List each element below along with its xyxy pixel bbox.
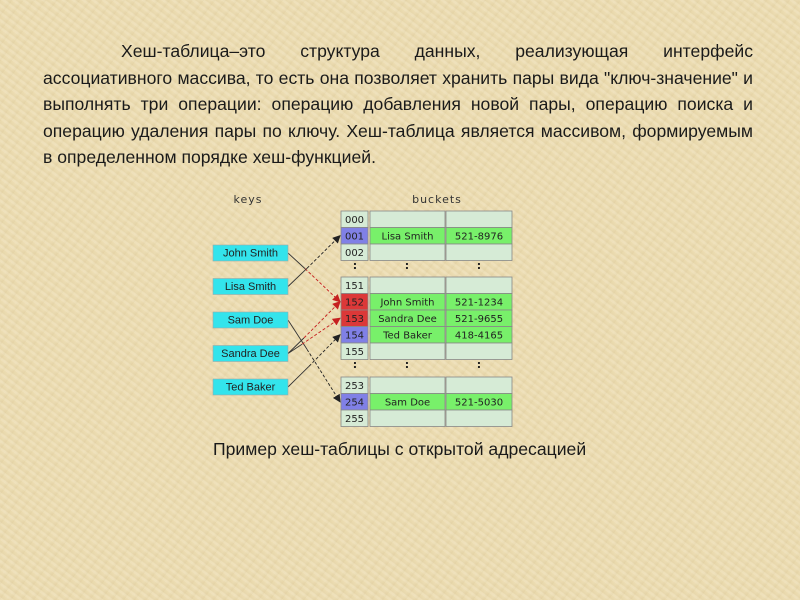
bucket-name-cell xyxy=(369,210,446,228)
key-box xyxy=(212,345,289,362)
ellipsis-mark: : xyxy=(405,259,409,272)
arrow-solid-segment xyxy=(287,365,310,388)
bucket-phone-label: 521-9655 xyxy=(455,314,503,325)
bucket-name-label: Sam Doe xyxy=(385,398,430,409)
bucket-index-label: 154 xyxy=(345,331,364,342)
ellipsis-mark: : xyxy=(353,358,357,371)
arrow-solid-segment xyxy=(287,337,305,354)
bucket-index-label: 152 xyxy=(345,298,364,309)
bucket-name-label: Ted Baker xyxy=(382,331,433,342)
key-label: Sam Doe xyxy=(228,315,274,327)
mapping-arrow-john-smith-152 xyxy=(287,252,341,303)
bucket-phone-cell xyxy=(445,342,513,360)
mapping-arrow-sandra-dee-153 xyxy=(287,317,341,354)
bucket-name-cell xyxy=(369,409,446,427)
bucket-group: 151 152 John Smith 521-1234 153 Sandra Dee 521… xyxy=(340,276,513,360)
key-sandra-dee: Sandra Dee xyxy=(212,345,289,362)
bucket-index-label: 255 xyxy=(345,414,364,425)
bucket-group: 253 254 Sam Doe 521-5030 255 xyxy=(340,376,513,427)
bucket-phone-cell xyxy=(445,276,513,294)
ellipsis-mark: : xyxy=(405,358,409,371)
key-label: John Smith xyxy=(223,248,278,260)
bucket-name-cell xyxy=(369,376,446,394)
bucket-name-label: Lisa Smith xyxy=(382,232,434,243)
arrow-solid-segment xyxy=(287,252,306,269)
bucket-row-002: 002 xyxy=(340,243,513,261)
arrow-solid-segment xyxy=(287,267,308,287)
key-box xyxy=(212,244,289,262)
buckets-header: buckets xyxy=(412,193,462,206)
key-ted-baker: Ted Baker xyxy=(212,378,289,396)
intro-paragraph: Хеш-таблица–это структура данных, реализ… xyxy=(43,41,753,167)
buckets-column: 000 001 Lisa Smith 521-8976 002 151 152 John Sm… xyxy=(340,210,513,427)
bucket-index-label: 001 xyxy=(345,232,364,243)
caption: Пример хеш-таблицы с открытой адресацией xyxy=(213,439,587,459)
arrow-dashed-segment xyxy=(306,235,341,269)
key-sam-doe: Sam Doe xyxy=(212,311,289,329)
bucket-row-154: 154 Ted Baker 418-4165 xyxy=(340,326,513,344)
key-label: Lisa Smith xyxy=(225,281,276,293)
ellipsis-mark: : xyxy=(353,259,357,272)
bucket-row-153: 153 Sandra Dee 521-9655 xyxy=(340,309,513,327)
bucket-group: 000 001 Lisa Smith 521-8976 002 xyxy=(340,210,513,261)
key-box xyxy=(212,311,289,329)
bucket-row-001: 001 Lisa Smith 521-8976 xyxy=(340,227,513,245)
keys-header: keys xyxy=(234,193,263,206)
bucket-name-cell xyxy=(369,276,446,294)
bucket-index-label: 151 xyxy=(345,281,364,292)
arrow-dashed-segment xyxy=(303,301,341,339)
ellipsis-mark: : xyxy=(477,259,481,272)
bucket-name-label: John Smith xyxy=(379,298,434,309)
key-label: Ted Baker xyxy=(226,382,276,394)
bucket-index-cell xyxy=(340,243,369,261)
bucket-phone-cell xyxy=(445,210,513,228)
bucket-row-254: 254 Sam Doe 521-5030 xyxy=(340,393,513,411)
key-label: Sandra Dee xyxy=(221,348,280,360)
bucket-name-label: Sandra Dee xyxy=(378,314,437,325)
bucket-index-cell xyxy=(340,342,369,360)
bucket-row-155: 155 xyxy=(340,342,513,360)
bucket-phone-label: 521-1234 xyxy=(455,298,503,309)
bucket-index-label: 000 xyxy=(345,215,364,226)
bucket-phone-cell xyxy=(445,243,513,261)
arrow-dashed-segment xyxy=(306,349,341,403)
mapping-arrow-ted-baker-154 xyxy=(287,334,341,388)
bucket-phone-cell xyxy=(445,409,513,427)
bucket-index-cell xyxy=(340,409,369,427)
mapping-arrow-sandra-dee-152 xyxy=(287,301,341,354)
key-john-smith: John Smith xyxy=(212,244,289,262)
bucket-row-255: 255 xyxy=(340,409,513,427)
bucket-phone-cell xyxy=(445,376,513,394)
bucket-phone-label: 418-4165 xyxy=(455,331,503,342)
key-lisa-smith: Lisa Smith xyxy=(212,278,289,295)
bucket-name-cell xyxy=(369,342,446,360)
arrows-layer xyxy=(287,235,341,403)
key-box xyxy=(212,278,289,295)
arrow-dashed-segment xyxy=(308,334,341,367)
bucket-index-label: 002 xyxy=(345,248,364,259)
bucket-index-label: 153 xyxy=(345,314,364,325)
mapping-arrow-lisa-smith-001 xyxy=(287,235,341,287)
ellipsis-mark: : xyxy=(477,358,481,371)
bucket-phone-label: 521-8976 xyxy=(455,232,503,243)
bucket-row-151: 151 xyxy=(340,276,513,294)
arrow-solid-segment xyxy=(287,319,308,350)
arrow-solid-segment xyxy=(287,343,303,354)
arrow-dashed-segment xyxy=(304,268,341,303)
bucket-index-label: 253 xyxy=(345,381,364,392)
bucket-name-cell xyxy=(369,243,446,261)
mapping-arrow-sam-doe-254 xyxy=(287,319,341,403)
bucket-row-000: 000 xyxy=(340,210,513,228)
bucket-index-label: 155 xyxy=(345,347,364,358)
bucket-row-152: 152 John Smith 521-1234 xyxy=(340,293,513,311)
bucket-phone-label: 521-5030 xyxy=(455,398,503,409)
arrow-dashed-segment xyxy=(301,317,341,345)
key-box xyxy=(212,378,289,396)
bucket-row-253: 253 xyxy=(340,376,513,394)
bucket-index-label: 254 xyxy=(345,398,364,409)
